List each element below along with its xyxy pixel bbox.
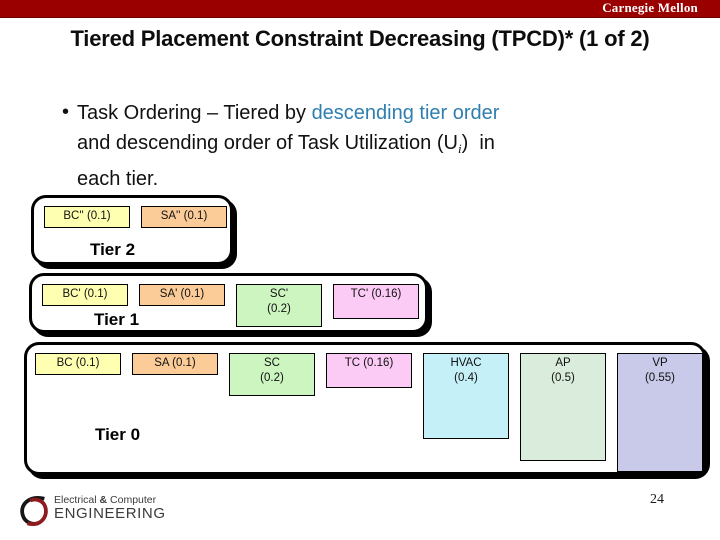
ece-logo-icon [20,496,48,526]
bullet-accent-text: descending tier order [311,102,500,124]
ece-logo-text: Electrical & Computer ENGINEERING [54,494,166,521]
bullet-plain-text: and descending order of Task Utilization… [77,132,458,154]
task-box-tier-0-sa: SA (0.1) [132,353,218,375]
task-utilization: (0.4) [454,372,478,384]
task-utilization: (0.2) [267,303,291,315]
brand-wordmark: Carnegie Mellon [602,0,698,15]
bullet-plain-text: Task Ordering – Tiered by [77,102,312,124]
task-utilization: (0.2) [260,372,284,384]
task-box-tier-0-bc: BC (0.1) [35,353,121,375]
task-box-tier-0-sc: SC (0.2) [229,353,315,397]
page-number: 24 [650,492,664,507]
ece-logo-line1: Electrical & Computer [54,494,157,506]
page-title: Tiered Placement Constraint Decreasing (… [70,26,650,51]
bullet-line: and descending order of Task Utilization… [77,128,610,164]
task-box-tier-1-bc: BC' (0.1) [42,284,128,306]
ece-logo: Electrical & Computer ENGINEERING [18,494,166,528]
tier-label-tier-0: Tier 0 [95,425,141,444]
task-row-tier-1: BC' (0.1) SA' (0.1) SC' (0.2) TC' (0.16) [42,284,419,328]
tier-box-tier-1: BC' (0.1) SA' (0.1) SC' (0.2) TC' (0.16) Tier… [29,273,428,333]
bullet-plain-text: each tier. [77,168,159,190]
task-name: VP [652,357,668,369]
task-utilization: (0.55) [644,372,676,384]
subscript-i: i [457,141,462,156]
task-box-tier-2-sa: SA'' (0.1) [141,206,227,228]
tier-box-tier-0: BC (0.1) SA (0.1) SC (0.2) TC (0.16) HVAC (0.4… [24,342,706,475]
task-name: SC' [269,288,289,300]
task-box-tier-0-tc: TC (0.16) [326,353,412,388]
task-box-tier-0-hvac: HVAC (0.4) [423,353,509,440]
task-name: AP [555,357,571,369]
task-box-tier-0-vp: VP (0.55) [617,353,703,472]
task-box-tier-1-sc: SC' (0.2) [236,284,322,328]
bullet-line: each tier. [77,164,610,194]
tier-label-tier-2: Tier 2 [90,240,136,259]
bullet-plain-text: ) in [461,132,495,154]
bullet-text: Task Ordering – Tiered by descending tie… [77,98,610,194]
ece-logo-line2: ENGINEERING [54,505,166,522]
ece-logo-ampersand: & [99,494,108,506]
bullet-line: Task Ordering – Tiered by descending tie… [77,98,610,128]
task-box-tier-1-sa: SA' (0.1) [139,284,225,306]
bullet-block: • Task Ordering – Tiered by descending t… [62,98,610,194]
task-box-tier-1-tc: TC' (0.16) [333,284,419,319]
task-row-tier-0: BC (0.1) SA (0.1) SC (0.2) TC (0.16) HVAC (0.4… [35,353,703,472]
task-name: HVAC [450,357,482,369]
bullet-marker: • [62,101,70,123]
task-box-tier-0-ap: AP (0.5) [520,353,606,461]
task-row-tier-2: BC'' (0.1) SA'' (0.1) [44,206,227,228]
header-bar: Carnegie Mellon [0,0,720,18]
task-box-tier-2-bc: BC'' (0.1) [44,206,130,228]
task-name: SC [264,357,280,369]
tier-label-tier-1: Tier 1 [94,310,140,329]
task-utilization: (0.5) [551,372,575,384]
tier-box-tier-2: BC'' (0.1) SA'' (0.1) Tier 2 [31,195,233,265]
